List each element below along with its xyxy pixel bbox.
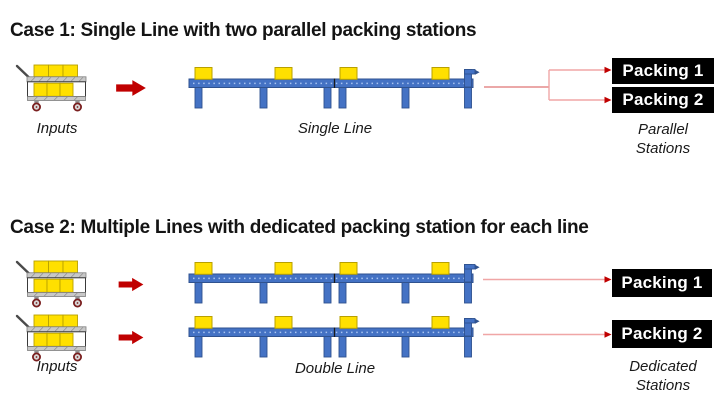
- fork-connector-arrows-icon: [484, 66, 612, 104]
- input-cart-icon-b: [14, 312, 89, 362]
- case1-line-label: Single Line: [297, 120, 373, 137]
- case2-stations-caption-line2: Stations: [635, 377, 691, 394]
- case1-stations-caption-line2: Stations: [635, 140, 691, 157]
- single-line-conveyor-icon: [185, 67, 480, 112]
- packing-station-1-label: Packing 1: [622, 61, 704, 80]
- case1-stations-caption: Parallel Stations: [603, 120, 720, 158]
- case2-line-label: Double Line: [294, 360, 376, 377]
- case2-title: Case 2: Multiple Lines with dedicated pa…: [10, 217, 589, 238]
- double-line-conveyor-icon-b: [185, 316, 480, 361]
- input-cart-icon-a: [14, 258, 89, 308]
- case1-title: Case 1: Single Line with two parallel pa…: [10, 20, 477, 41]
- fork-connector-lines: [484, 66, 612, 104]
- packing-station-1: Packing 1: [612, 58, 714, 84]
- flow-arrow-icon: [115, 79, 147, 97]
- connector-arrowhead-a: [604, 276, 612, 283]
- packing-station-2: Packing 2: [612, 87, 714, 113]
- case2-stations-caption: Dedicated Stations: [603, 357, 720, 395]
- case2-stations-caption-line1: Dedicated: [629, 358, 697, 375]
- packing-station-2-dedicated-label: Packing 2: [621, 324, 703, 343]
- double-line-conveyor-icon-a: [185, 262, 480, 307]
- fork-arrowhead-top: [604, 66, 612, 74]
- straight-connector-arrow-icon-a: [483, 276, 612, 283]
- straight-connector-arrow-icon-b: [483, 331, 612, 338]
- case2-inputs-label: Inputs: [36, 358, 78, 375]
- flow-arrow-icon-a: [116, 277, 146, 292]
- packing-station-1-dedicated-label: Packing 1: [621, 273, 703, 292]
- connector-arrowhead-b: [604, 331, 612, 338]
- fork-arrowhead-bottom: [604, 96, 612, 104]
- packing-station-1-dedicated: Packing 1: [612, 269, 712, 297]
- packing-station-2-dedicated: Packing 2: [612, 320, 712, 348]
- case1-stations-caption-line1: Parallel: [637, 121, 689, 138]
- flow-arrow-icon-b: [116, 330, 146, 345]
- input-cart-icon: [14, 62, 89, 112]
- case1-inputs-label: Inputs: [36, 120, 78, 137]
- packing-station-2-label: Packing 2: [622, 90, 704, 109]
